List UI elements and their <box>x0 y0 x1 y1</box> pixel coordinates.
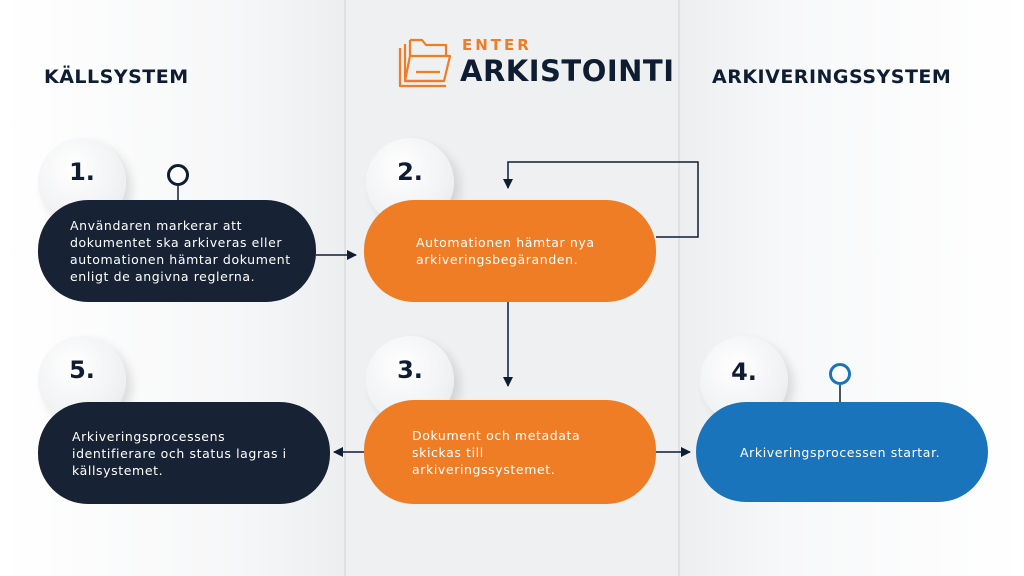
archive-system-heading: ARKIVERINGSSYSTEM <box>712 66 952 88</box>
enter-arkistointi-logo: ENTER ARKISTOINTI <box>396 32 674 94</box>
step-4-box: Arkiveringsprocessen startar. <box>696 402 988 502</box>
step-2-number: 2. <box>397 158 423 186</box>
step-5-number: 5. <box>69 356 95 384</box>
step-4-marker-icon <box>829 363 851 385</box>
step-4-text: Arkiveringsprocessen startar. <box>740 444 941 460</box>
step-1-text: Användaren markerar att dokumentet ska a… <box>70 218 291 284</box>
step-3-number: 3. <box>397 356 423 384</box>
step-4-number: 4. <box>731 358 757 386</box>
step-1-box: Användaren markerar att dokumentet ska a… <box>38 200 316 302</box>
step-5-box: Arkiveringsprocessens identifierare och … <box>38 402 330 504</box>
folder-stack-icon <box>398 38 452 88</box>
source-system-heading: KÄLLSYSTEM <box>44 66 189 88</box>
step-3-text: Dokument och metadata skickas till arkiv… <box>412 427 581 477</box>
arrow-2-loop <box>503 161 699 238</box>
logo-text-enter: ENTER <box>462 36 532 54</box>
step-3-box: Dokument och metadata skickas till arkiv… <box>364 400 656 504</box>
logo-text-arkistointi: ARKISTOINTI <box>460 54 675 88</box>
step-1-marker-icon <box>167 164 189 186</box>
step-1-number: 1. <box>69 158 95 186</box>
step-5-text: Arkiveringsprocessens identifierare och … <box>72 428 287 478</box>
step-2-box: Automationen hämtar nya arkiveringsbegär… <box>364 200 656 302</box>
step-2-text: Automationen hämtar nya arkiveringsbegär… <box>416 235 595 267</box>
